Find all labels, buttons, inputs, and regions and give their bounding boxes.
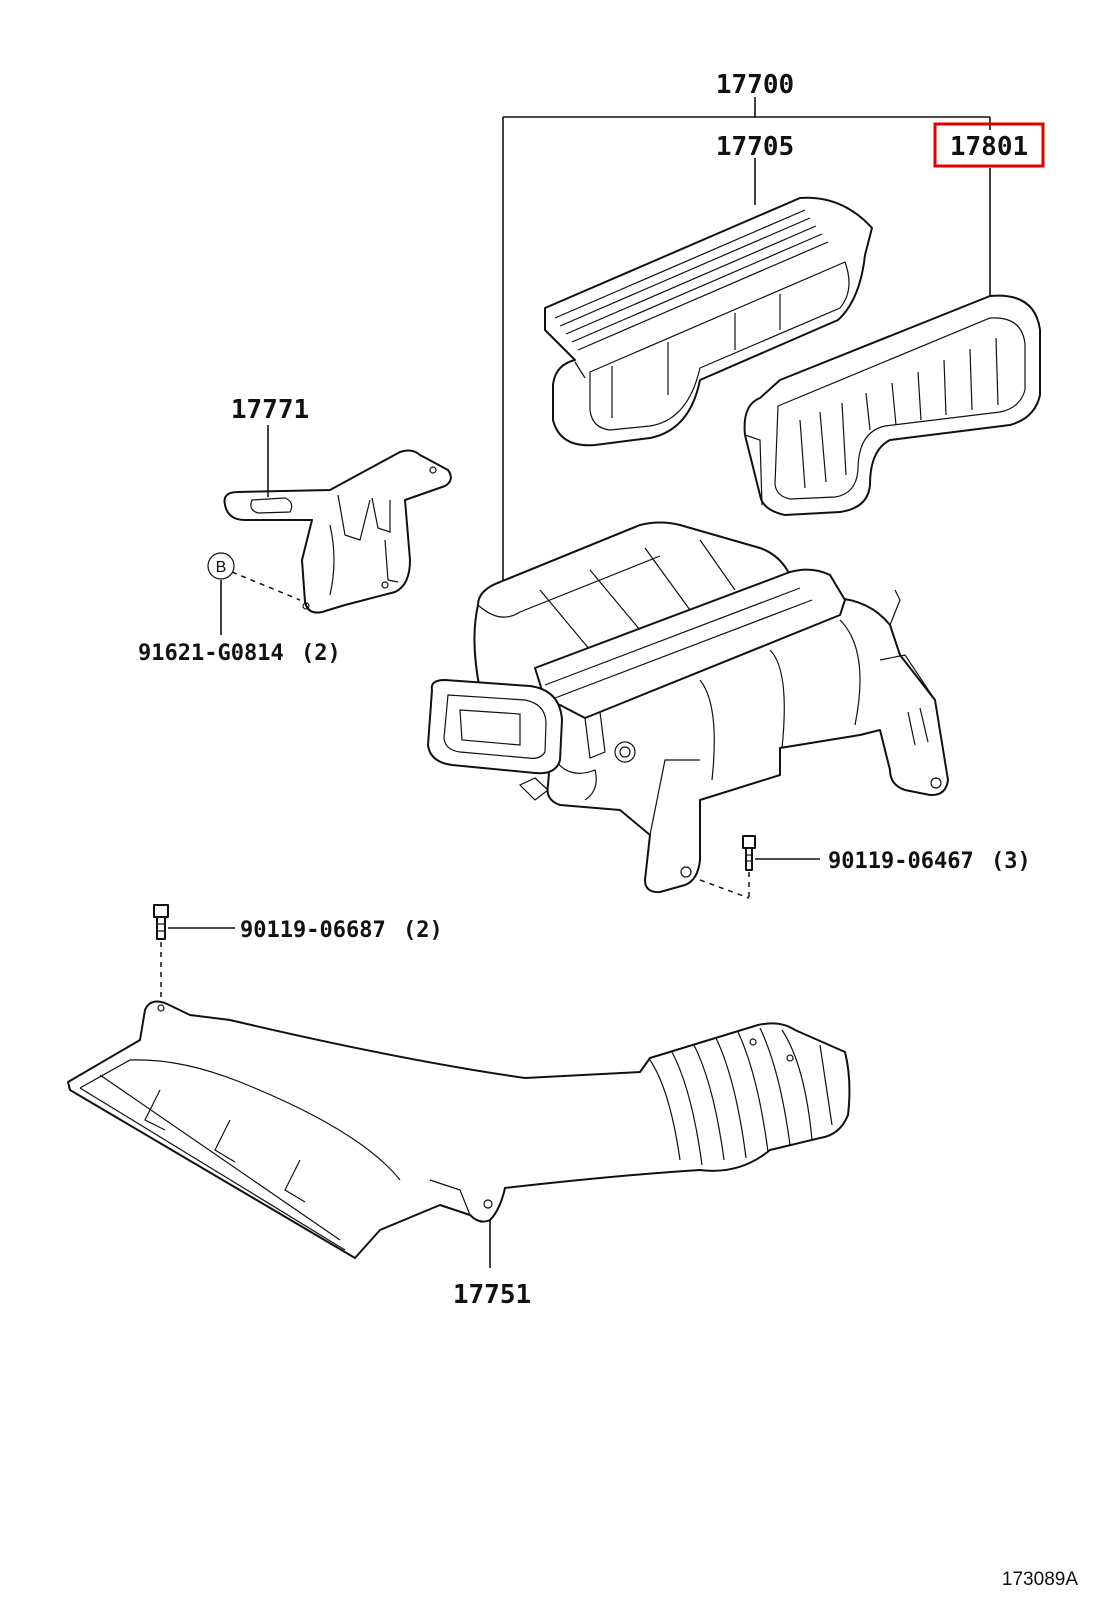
inlet-bolt-drawing [153, 904, 169, 940]
highlight-box-17801 [933, 122, 1045, 168]
callout-letter: B [216, 559, 227, 576]
label-90119-06467: 90119-06467 (3) [828, 849, 1031, 874]
label-17801[interactable]: 17801 [950, 132, 1028, 162]
label-90119-06687-qty: (2) [403, 918, 443, 943]
label-17771: 17771 [231, 395, 309, 425]
air-cleaner-cap-drawing [544, 196, 873, 447]
assembly-bracket-lines [502, 97, 991, 585]
label-91621-G0814-qty: (2) [301, 641, 341, 666]
label-90119-06467-qty: (3) [991, 849, 1031, 874]
inlet-duct-drawing [67, 1000, 851, 1259]
label-91621-G0814-code: 91621-G0814 [138, 641, 284, 666]
air-filter-element-drawing [743, 294, 1041, 516]
label-91621-G0814: 91621-G0814 (2) [138, 641, 341, 666]
label-17751: 17751 [453, 1280, 531, 1310]
case-inlet-opening-drawing [427, 679, 563, 775]
label-17705: 17705 [716, 132, 794, 162]
label-90119-06467-code: 90119-06467 [828, 849, 974, 874]
label-90119-06687: 90119-06687 (2) [240, 918, 443, 943]
label-17700: 17700 [716, 70, 794, 100]
label-90119-06687-code: 90119-06687 [240, 918, 386, 943]
diagram-code: 173089A [1002, 1569, 1078, 1590]
bracket-drawing [223, 449, 452, 614]
case-strap-drawing [534, 568, 846, 759]
bracket-bolt-dashed-guide [231, 571, 301, 601]
case-bolt-drawing [742, 835, 756, 871]
case-bolt-dashed-guide-2 [699, 879, 750, 899]
callout-b: B [207, 552, 235, 580]
